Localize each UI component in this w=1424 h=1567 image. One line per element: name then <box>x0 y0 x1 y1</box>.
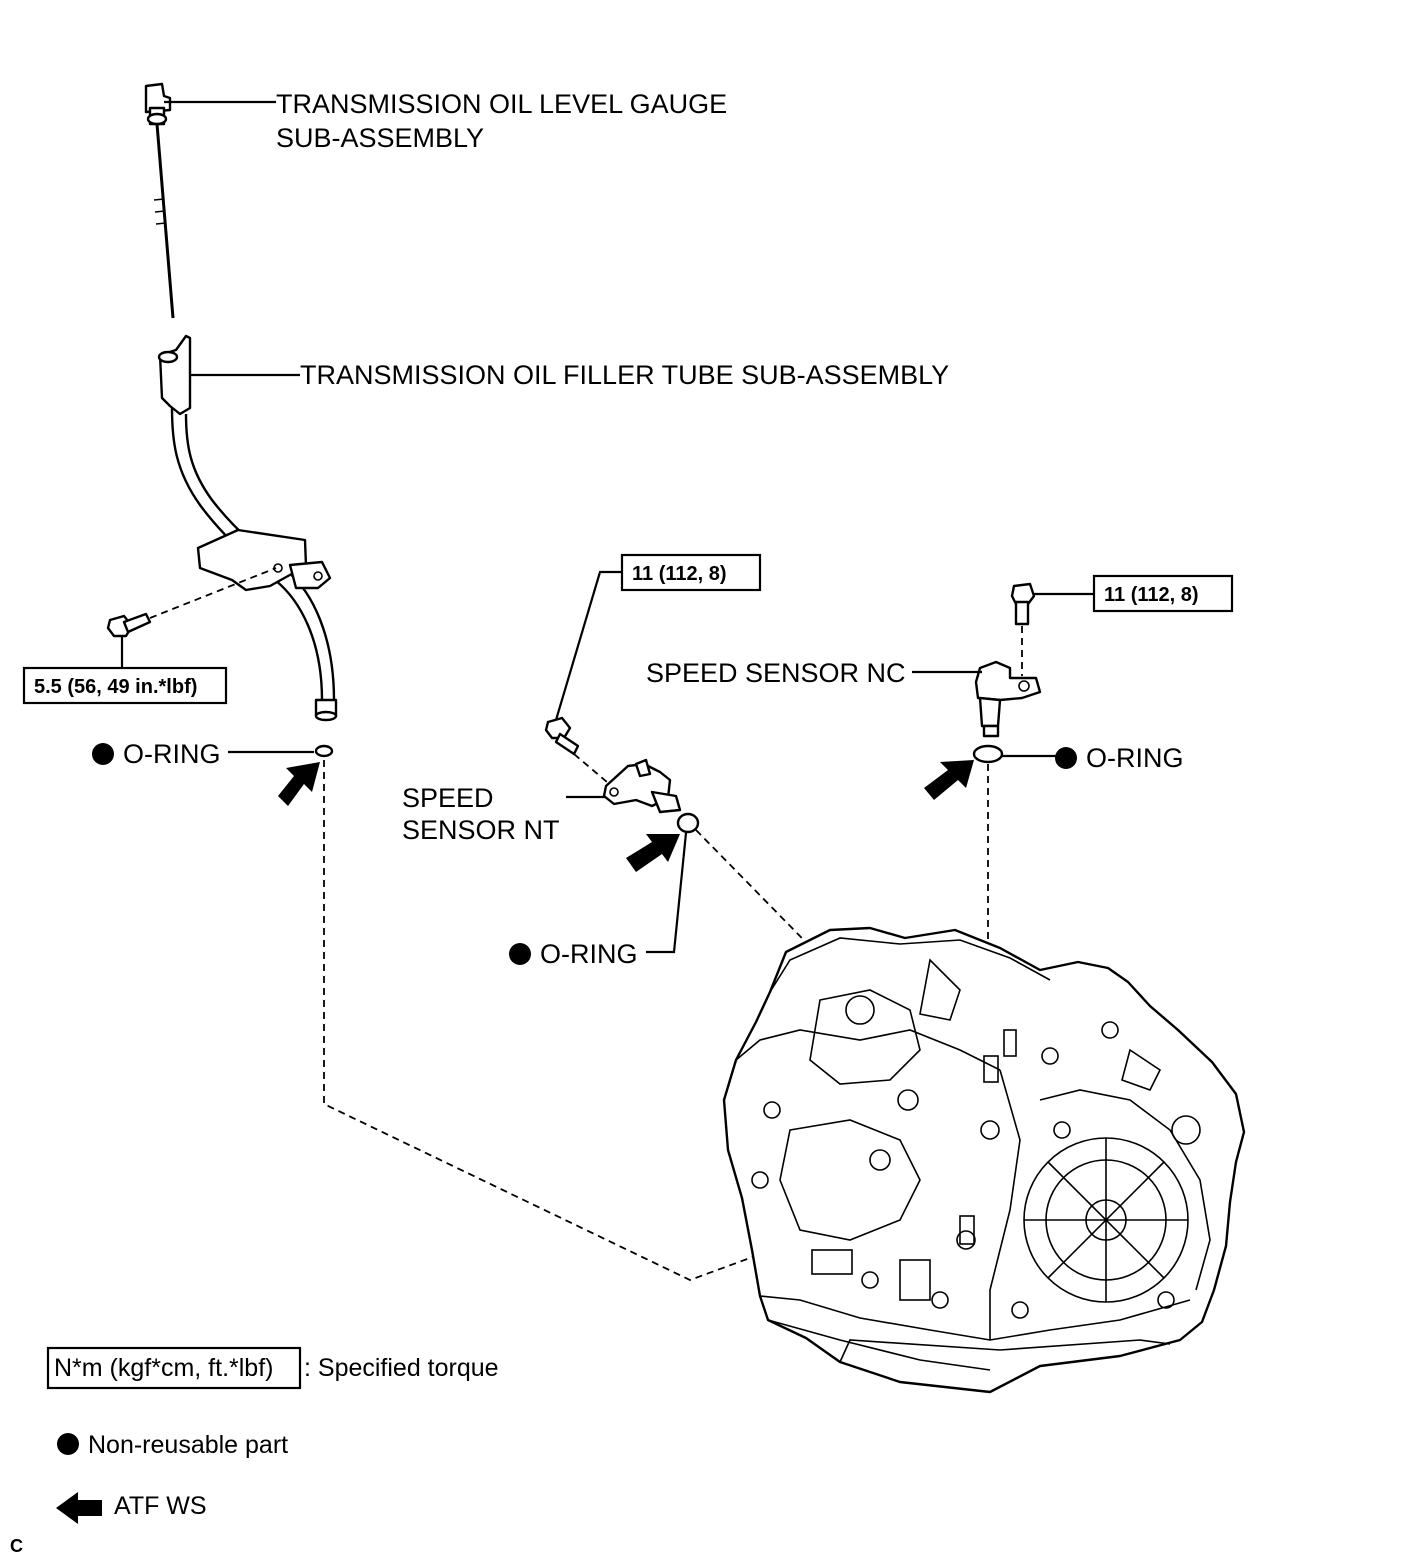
label-gauge-2: SUB-ASSEMBLY <box>276 123 484 153</box>
label-oring-left: O-RING <box>123 739 221 769</box>
nonreusable-dot-right <box>1055 747 1077 769</box>
nonreusable-dot-left <box>92 743 114 765</box>
torque-box-filler <box>22 666 228 705</box>
legend-atf-arrow-icon <box>56 1492 102 1524</box>
legend-torque-box <box>46 1346 302 1390</box>
speed-sensor-nt <box>602 758 682 814</box>
nonreusable-dot-center <box>509 943 531 965</box>
atf-arrow-right <box>924 760 974 800</box>
legend-atf-text: ATF WS <box>114 1492 207 1520</box>
torque-value-nt: 11 (112, 8) <box>632 563 727 585</box>
legend-nonreusable-text: Non-reusable part <box>88 1431 288 1459</box>
torque-value-nc: 11 (112, 8) <box>1104 584 1199 606</box>
label-filler-tube: TRANSMISSION OIL FILLER TUBE SUB-ASSEMBL… <box>300 360 949 390</box>
torque-value-filler: 5.5 (56, 49 in.*lbf) <box>34 676 197 698</box>
o-ring-center-part <box>676 812 700 834</box>
oil-level-gauge <box>144 82 175 319</box>
speed-sensor-nc <box>974 660 1042 738</box>
filler-tube-bolt <box>106 612 152 638</box>
atf-arrow-center <box>626 834 680 872</box>
speed-sensor-nt-bolt <box>544 716 580 756</box>
label-speed-sensor-nt-1: SPEED <box>402 783 494 813</box>
legend: N*m (kgf*cm, ft.*lbf) : Specified torque… <box>46 1346 499 1524</box>
label-speed-sensor-nc: SPEED SENSOR NC <box>646 658 906 688</box>
legend-torque-text: N*m (kgf*cm, ft.*lbf) <box>54 1354 273 1382</box>
legend-torque-desc: : Specified torque <box>304 1354 499 1382</box>
atf-arrow-left <box>278 762 320 806</box>
transmission-assembly <box>722 926 1246 1394</box>
label-oring-right: O-RING <box>1086 743 1184 773</box>
oil-filler-tube <box>157 334 338 722</box>
speed-sensor-nc-bolt <box>1010 582 1036 626</box>
label-speed-sensor-nt-2: SENSOR NT <box>402 815 560 845</box>
legend-nonreusable-dot <box>57 1433 79 1455</box>
torque-box-nc <box>1092 574 1234 613</box>
o-ring-left-part <box>314 744 334 758</box>
label-oring-center: O-RING <box>540 939 638 969</box>
o-ring-right-part <box>972 744 1004 764</box>
corner-code: C <box>10 1536 23 1556</box>
label-gauge-1: TRANSMISSION OIL LEVEL GAUGE <box>276 89 727 119</box>
